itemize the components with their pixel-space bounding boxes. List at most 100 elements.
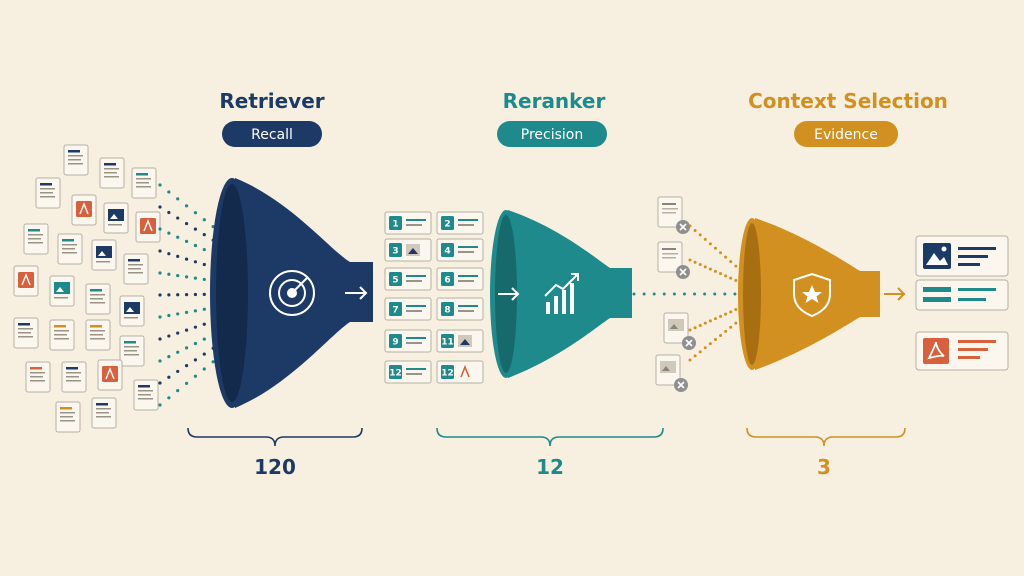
text-doc-icon [57,233,83,265]
flow-dot [652,292,656,296]
pdf-card [915,331,1009,371]
rank-badge-label: 9 [392,338,398,348]
text-doc-icon [119,335,145,367]
bar-chart-up-icon [544,273,579,314]
reranker-count: 12 [536,455,564,479]
flow-dot [193,358,198,362]
ranked-doc-card: 4 [436,238,484,262]
recall-pill-label: Recall [251,127,293,143]
flow-dot [158,403,162,407]
flow-dot [729,310,733,314]
rank-badge [441,243,454,257]
ranked-doc-card: 12 [436,360,484,384]
text-card-icon [923,287,951,302]
rank-badge-label: 12 [441,369,454,379]
flow-dot [184,221,189,226]
image-doc-icon [663,312,696,350]
flow-dot [167,252,171,256]
rank-badge-label: 12 [389,369,402,379]
flow-dot [158,337,162,341]
flow-dot [167,293,171,297]
rank-badge-label: 8 [444,306,450,316]
ranked-doc-card: 8 [436,297,484,321]
text-doc-icon [25,361,51,393]
arrow-right-icon [498,287,520,301]
flow-dot [688,258,692,262]
flow-dot [193,309,198,313]
image-card-icon [926,246,948,265]
ranked-doc-card: 7 [384,297,432,321]
flow-dot [202,277,206,282]
text-card [915,279,1009,311]
rank-badge-label: 4 [444,247,450,257]
flow-dot [167,190,171,194]
flow-dot [167,355,171,359]
rejected-documents [655,196,696,392]
flow-dot [662,292,666,296]
ranked-doc-card: 9 [384,329,432,353]
text-doc-icon [91,397,117,429]
ranked-doc-card: 2 [436,211,484,235]
output-arrow-icon [884,287,906,301]
ranked-doc-card: 12 [384,360,432,384]
flow-dot [167,272,171,276]
flow-dot [193,211,198,215]
flow-dot [713,317,717,321]
context-brace [746,427,906,447]
ranked-doc-card: 5 [384,267,432,291]
flow-dot [202,262,206,267]
text-doc-icon [23,223,49,255]
flow-dot [688,358,692,362]
flow-dot [202,367,206,371]
rank-badge [389,302,402,316]
flow-dot [193,243,198,248]
text-doc-icon [131,167,157,199]
text-doc-icon [657,241,690,279]
flow-dot [703,292,707,296]
flow-dot [672,292,676,296]
flow-dot [698,323,702,327]
flow-dot [698,233,702,237]
flow-dot [703,265,707,269]
flow-dot [158,381,162,385]
flow-dot [698,263,702,267]
flow-dot [167,210,171,215]
flow-dot [682,292,686,296]
text-doc-icon [61,361,87,393]
flow-dot [193,260,198,264]
rank-badge [389,365,402,379]
text-doc-icon [85,283,111,315]
flow-dot [688,328,692,332]
pdf-doc-icon [71,194,97,226]
rank-badge [441,302,454,316]
rank-badge-label: 1 [392,220,398,230]
flow-dot [708,319,712,323]
flow-dot [176,312,180,316]
rank-badge-label: 5 [392,276,398,286]
reject-x-icon [676,265,690,279]
ranked-doc-card: 3 [384,238,432,262]
flow-dot [698,350,702,354]
flow-dot [176,197,180,201]
rank-badge-label: 6 [444,276,450,286]
context-count: 3 [817,455,831,479]
flow-dot [713,338,717,342]
flow-dot [176,293,180,297]
rank-badge [389,243,402,257]
flow-dot [167,396,171,400]
flow-dot [693,354,697,358]
flow-dot [193,341,198,346]
flow-dot [202,247,206,252]
flow-dot [708,242,712,246]
text-doc-icon [13,317,39,349]
evidence-pill-label: Evidence [814,127,878,143]
rank-badge [441,334,454,348]
flow-dot [729,276,733,280]
flow-dot [713,246,717,250]
flow-dot [193,292,198,297]
arrow-right-icon [345,286,368,300]
pdf-doc-icon [13,265,39,297]
rank-badge-label: 7 [392,306,398,316]
text-doc-icon [133,379,159,411]
